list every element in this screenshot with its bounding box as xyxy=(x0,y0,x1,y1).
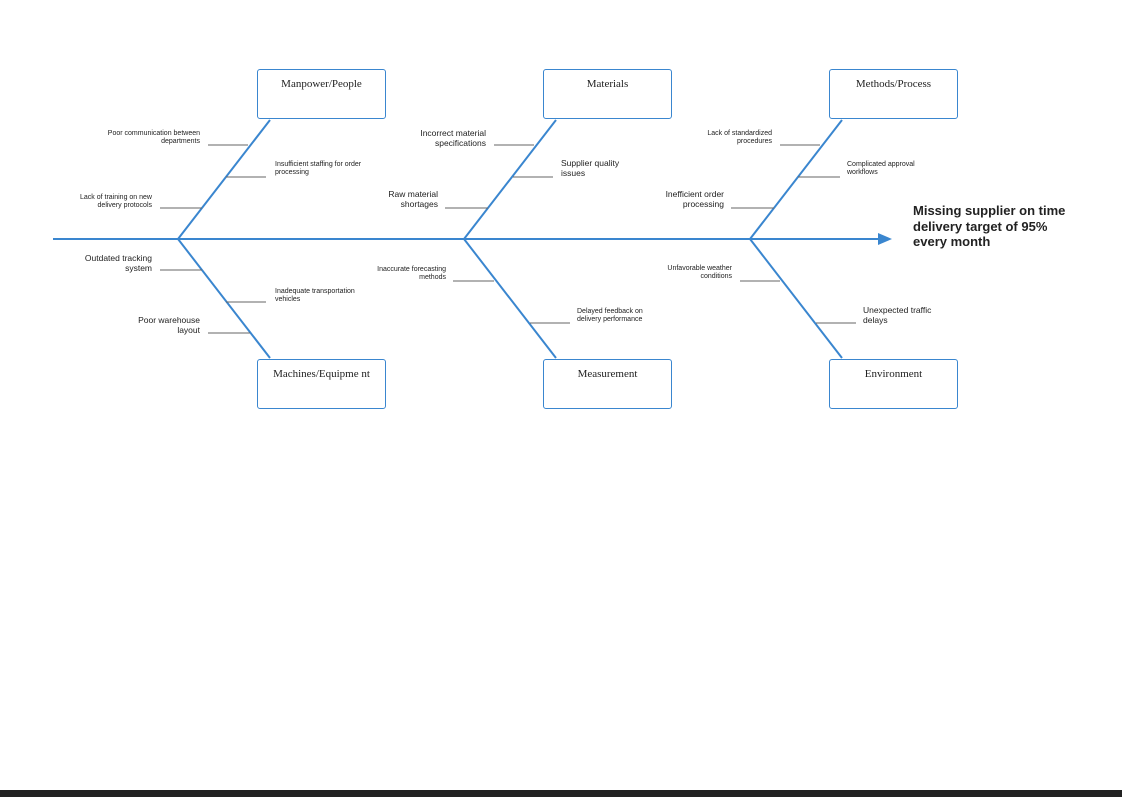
bone-environment xyxy=(749,238,843,359)
cause-label: Lack of training on new delivery protoco… xyxy=(80,194,152,210)
bone-machines xyxy=(177,238,271,359)
spine-arrowhead xyxy=(878,233,892,245)
cause-label: Raw material shortages xyxy=(388,189,438,210)
cause-label: Inaccurate forecasting methods xyxy=(377,266,446,282)
category-manpower-box[interactable]: Manpower/People xyxy=(257,69,386,119)
bottom-bar xyxy=(0,790,1122,797)
category-materials-box[interactable]: Materials xyxy=(543,69,672,119)
bone-manpower xyxy=(177,119,271,240)
cause-label: Delayed feedback on delivery performance xyxy=(577,308,643,324)
cause-label: Inadequate transportation vehicles xyxy=(275,288,355,304)
bone-methods xyxy=(749,119,843,240)
cause-label: Inefficient order processing xyxy=(665,189,724,210)
category-machines-box[interactable]: Machines/Equipme nt xyxy=(257,359,386,409)
bone-materials xyxy=(463,119,557,240)
category-methods-box[interactable]: Methods/Process xyxy=(829,69,958,119)
bone-measurement xyxy=(463,238,557,359)
cause-label: Unexpected traffic delays xyxy=(863,305,932,326)
cause-label: Poor communication between departments xyxy=(107,130,200,146)
category-measurement-box[interactable]: Measurement xyxy=(543,359,672,409)
category-environment-box[interactable]: Environment xyxy=(829,359,958,409)
cause-label: Insufficient staffing for order processi… xyxy=(275,161,362,177)
cause-label: Incorrect material specifications xyxy=(420,128,486,149)
cause-label: Complicated approval workflows xyxy=(847,161,915,177)
cause-label: Poor warehouse layout xyxy=(138,315,200,336)
cause-label: Lack of standardized procedures xyxy=(707,130,772,146)
cause-label: Unfavorable weather conditions xyxy=(667,265,732,281)
cause-label: Supplier quality issues xyxy=(561,158,620,179)
effect-statement: Missing supplier on time delivery target… xyxy=(913,203,1066,250)
cause-label: Outdated tracking system xyxy=(84,253,152,274)
